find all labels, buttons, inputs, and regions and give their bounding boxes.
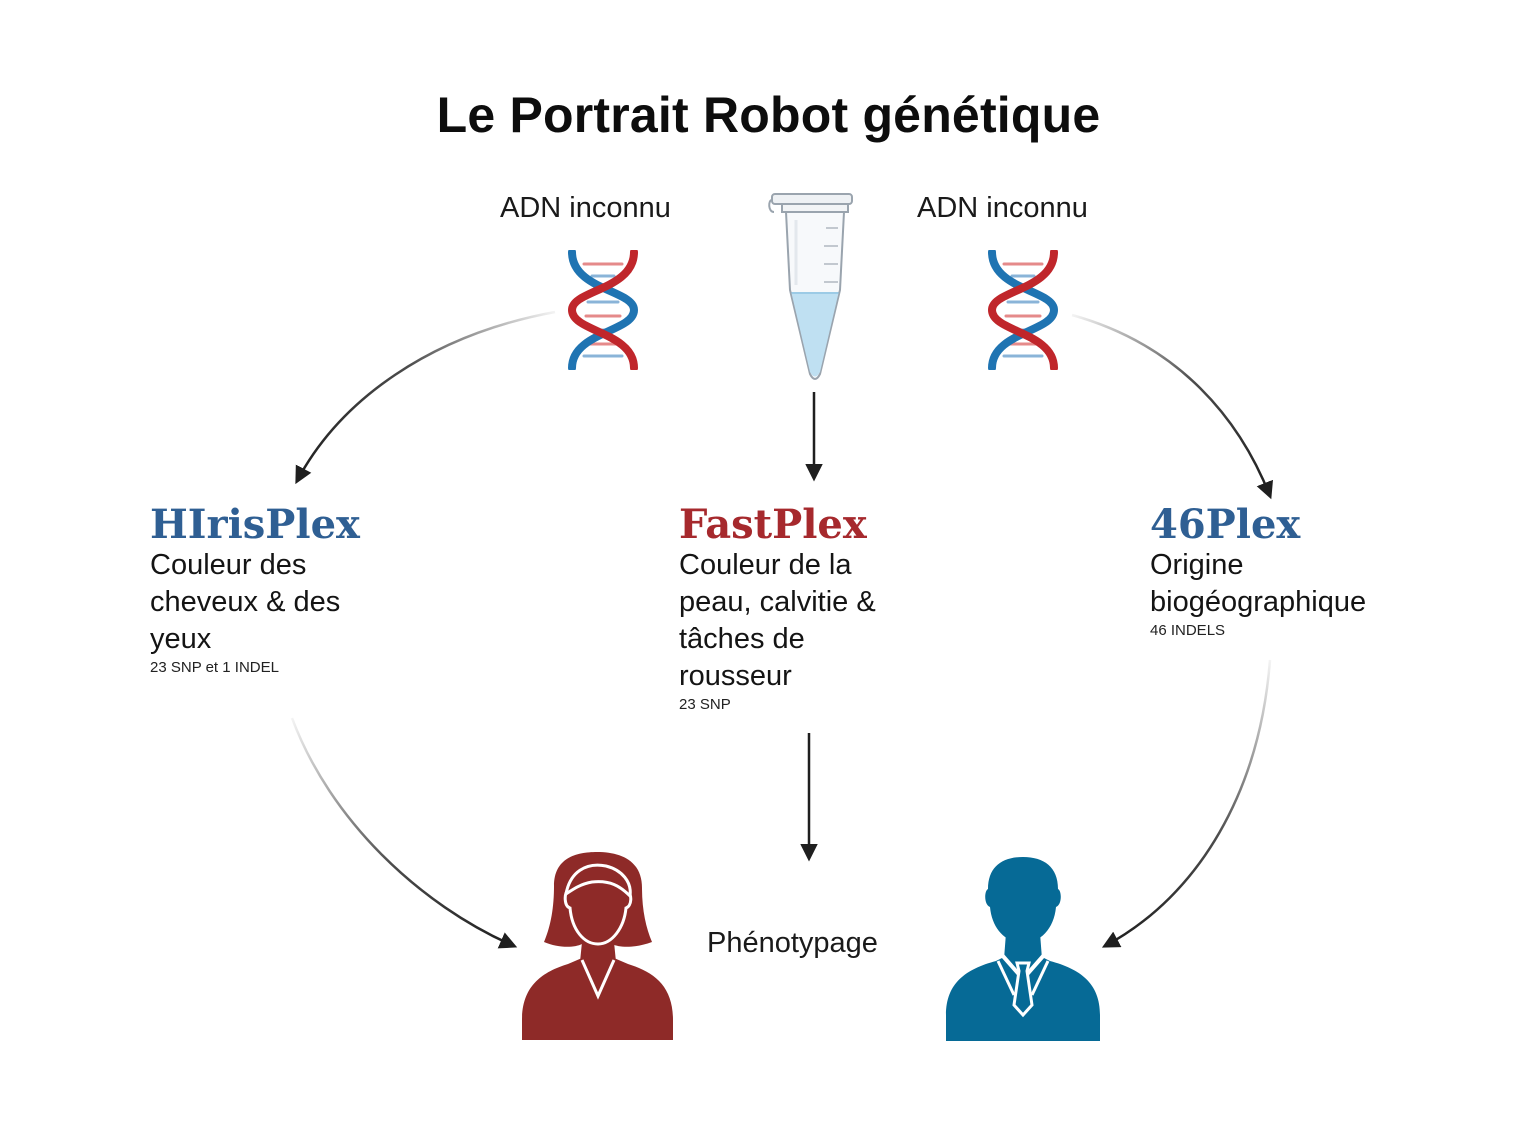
female-person-icon: [522, 852, 673, 1040]
tube-icon: [768, 193, 853, 380]
method-name: HIrisPlex: [150, 501, 360, 548]
male-person-icon: [946, 857, 1100, 1041]
adn-label-right: ADN inconnu: [917, 192, 1088, 224]
method-name: FastPlex: [679, 501, 867, 548]
phenotypage-label: Phénotypage: [707, 927, 878, 959]
description-line: cheveux & des: [150, 586, 341, 618]
arrow-dna-left-to-hirisplex: [295, 310, 556, 485]
description-line: Couleur des: [150, 549, 307, 581]
method-markers: 46 INDELS: [1150, 622, 1226, 639]
method-description: Couleur des cheveux & des yeux: [150, 547, 450, 658]
description-line: yeux: [150, 623, 212, 655]
arrow-hirisplex-to-female: [290, 717, 518, 949]
dna-icon: [567, 250, 639, 370]
adn-label-left: ADN inconnu: [500, 192, 671, 224]
method-46plex: 46Plex Origine biogéographique 46 INDELS: [1150, 503, 1450, 640]
description-line: peau, calvitie &: [679, 586, 876, 618]
dna-icon: [987, 250, 1059, 370]
arrow-46plex-to-male: [1101, 659, 1272, 948]
method-markers: 23 SNP: [679, 696, 731, 713]
description-line: Origine: [1150, 549, 1244, 581]
description-line: biogéographique: [1150, 586, 1367, 618]
method-markers: 23 SNP et 1 INDEL: [150, 659, 279, 676]
method-description: Couleur de la peau, calvitie & tâches de…: [679, 547, 979, 695]
method-description: Origine biogéographique: [1150, 547, 1450, 621]
method-fastplex: FastPlex Couleur de la peau, calvitie & …: [679, 503, 979, 714]
description-line: rousseur: [679, 660, 792, 692]
method-name: 46Plex: [1150, 501, 1301, 548]
method-hirisplex: HIrisPlex Couleur des cheveux & des yeux…: [150, 503, 450, 677]
description-line: tâches de: [679, 623, 805, 655]
description-line: Couleur de la: [679, 549, 852, 581]
page-title: Le Portrait Robot génétique: [436, 87, 1101, 143]
arrow-dna-right-to-46plex: [1071, 313, 1273, 500]
